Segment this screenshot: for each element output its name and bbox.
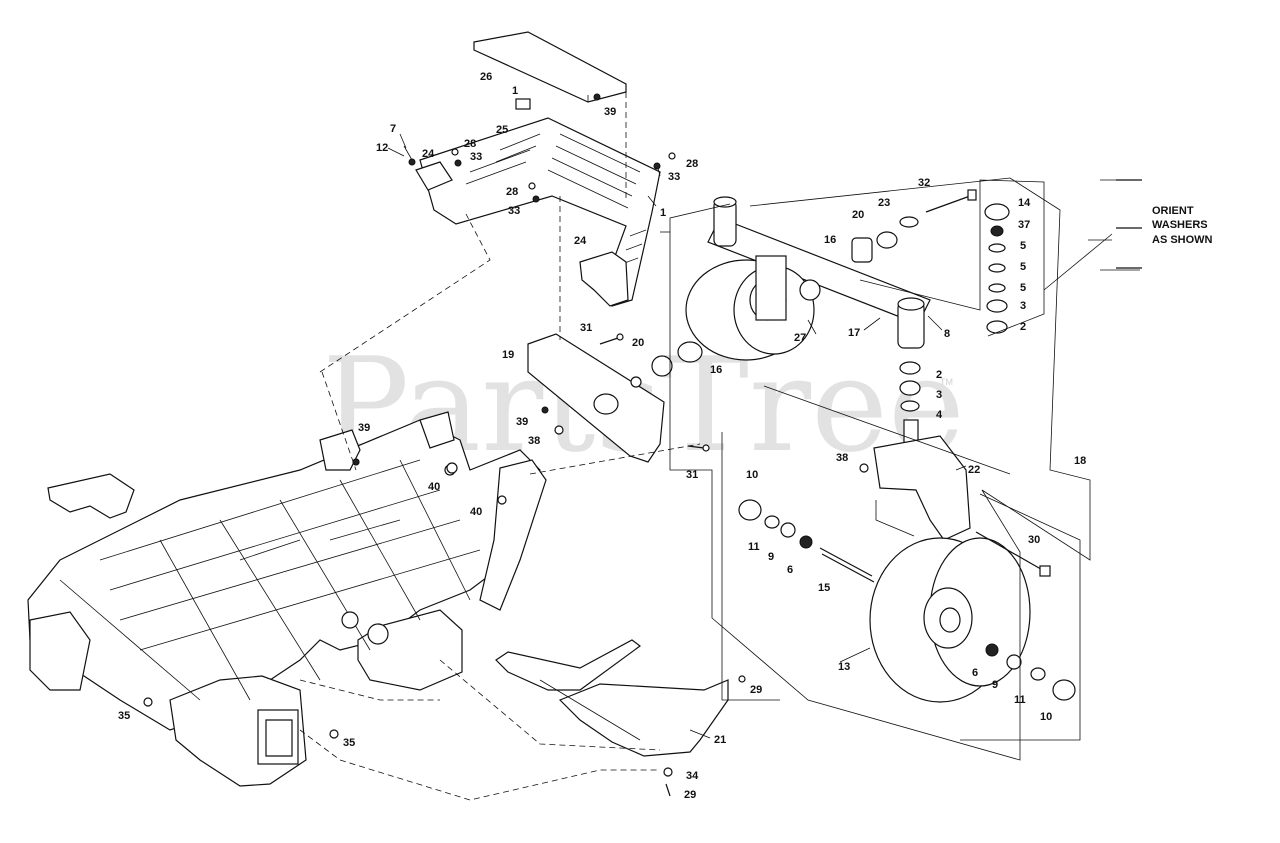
part-label-18[interactable]: 18 bbox=[1074, 455, 1086, 467]
caster-fork[interactable] bbox=[859, 419, 971, 541]
watermark-tm: TM bbox=[940, 377, 953, 387]
part-label-20[interactable]: 20 bbox=[632, 337, 644, 349]
part-label-39[interactable]: 39 bbox=[604, 106, 616, 118]
front-wheel[interactable] bbox=[869, 537, 1031, 703]
fasteners-28-33 bbox=[403, 145, 676, 203]
part-label-15[interactable]: 15 bbox=[818, 582, 830, 594]
part-label-25[interactable]: 25 bbox=[496, 124, 508, 136]
part-label-1[interactable]: 1 bbox=[660, 207, 666, 219]
label-leaders bbox=[387, 133, 967, 739]
part-number-labels: 26 1 39 7 12 24 28 33 25 28 33 28 33 1 2… bbox=[118, 71, 1086, 801]
part-label-6[interactable]: 6 bbox=[972, 667, 978, 679]
top-cover-plate[interactable] bbox=[473, 31, 627, 103]
part-label-3[interactable]: 3 bbox=[936, 389, 942, 401]
assembly-outlines bbox=[299, 92, 1140, 801]
note-line-3: AS SHOWN bbox=[1152, 234, 1213, 246]
part-label-14[interactable]: 14 bbox=[1018, 197, 1031, 209]
part-label-2[interactable]: 2 bbox=[1020, 321, 1026, 333]
front-axle-plate[interactable] bbox=[527, 333, 665, 463]
orientation-ticks bbox=[1116, 179, 1142, 269]
part-label-31[interactable]: 31 bbox=[686, 469, 698, 481]
part-label-33[interactable]: 33 bbox=[508, 205, 520, 217]
note-line-1: ORIENT bbox=[1152, 205, 1194, 217]
part-label-22[interactable]: 22 bbox=[968, 464, 980, 476]
wheel-hub-parts-right bbox=[985, 643, 1076, 701]
washer-stack bbox=[984, 203, 1010, 334]
part-label-24[interactable]: 24 bbox=[574, 235, 587, 247]
spindle-parts bbox=[899, 361, 921, 412]
part-label-13[interactable]: 13 bbox=[838, 661, 850, 673]
part-label-28[interactable]: 28 bbox=[506, 186, 518, 198]
part-label-5[interactable]: 5 bbox=[1020, 240, 1026, 252]
part-label-6[interactable]: 6 bbox=[787, 564, 793, 576]
part-label-37[interactable]: 37 bbox=[1018, 219, 1030, 231]
part-label-29[interactable]: 29 bbox=[684, 789, 696, 801]
part-label-39[interactable]: 39 bbox=[516, 416, 528, 428]
part-label-38[interactable]: 38 bbox=[528, 435, 540, 447]
part-label-5[interactable]: 5 bbox=[1020, 282, 1026, 294]
wheel-hub-parts-left bbox=[738, 499, 813, 549]
part-label-16[interactable]: 16 bbox=[824, 234, 836, 246]
part-label-17[interactable]: 17 bbox=[848, 327, 860, 339]
part-label-2[interactable]: 2 bbox=[936, 369, 942, 381]
part-label-9[interactable]: 9 bbox=[768, 551, 774, 563]
part-label-35[interactable]: 35 bbox=[118, 710, 130, 722]
part-label-38[interactable]: 38 bbox=[836, 452, 848, 464]
bushings-washers bbox=[651, 216, 919, 377]
part-label-11[interactable]: 11 bbox=[1014, 694, 1026, 706]
part-label-9[interactable]: 9 bbox=[992, 679, 998, 691]
part-label-19[interactable]: 19 bbox=[502, 349, 514, 361]
part-label-10[interactable]: 10 bbox=[746, 469, 758, 481]
part-label-24[interactable]: 24 bbox=[422, 148, 435, 160]
part-label-11[interactable]: 11 bbox=[748, 541, 760, 553]
part-label-33[interactable]: 33 bbox=[668, 171, 680, 183]
bracket-24-lower[interactable] bbox=[579, 251, 629, 307]
part-label-1[interactable]: 1 bbox=[512, 85, 518, 97]
part-label-35[interactable]: 35 bbox=[343, 737, 355, 749]
part-label-7[interactable]: 7 bbox=[390, 123, 396, 135]
part-label-8[interactable]: 8 bbox=[944, 328, 950, 340]
part-label-39[interactable]: 39 bbox=[358, 422, 370, 434]
part-label-10[interactable]: 10 bbox=[1040, 711, 1052, 723]
main-frame[interactable] bbox=[27, 411, 547, 787]
part-label-30[interactable]: 30 bbox=[1028, 534, 1040, 546]
note-line-2: WASHERS bbox=[1152, 219, 1208, 231]
part-label-28[interactable]: 28 bbox=[686, 158, 698, 170]
part-label-28[interactable]: 28 bbox=[464, 138, 476, 150]
part-label-33[interactable]: 33 bbox=[470, 151, 482, 163]
part-label-3[interactable]: 3 bbox=[1020, 300, 1026, 312]
rear-caster-wheel[interactable] bbox=[685, 255, 815, 361]
part-label-40[interactable]: 40 bbox=[470, 506, 482, 518]
front-axle[interactable] bbox=[707, 196, 931, 349]
bracket-24-upper[interactable] bbox=[415, 161, 453, 191]
orient-washers-note: ORIENT WASHERS AS SHOWN bbox=[1152, 205, 1213, 246]
part-label-34[interactable]: 34 bbox=[686, 770, 699, 782]
part-label-27[interactable]: 27 bbox=[794, 332, 806, 344]
part-label-40[interactable]: 40 bbox=[428, 481, 440, 493]
misc-fasteners bbox=[143, 458, 673, 797]
bolt-32 bbox=[925, 189, 977, 213]
part-label-5[interactable]: 5 bbox=[1020, 261, 1026, 273]
bracket-21[interactable] bbox=[495, 639, 746, 757]
part-label-29[interactable]: 29 bbox=[750, 684, 762, 696]
part-label-31[interactable]: 31 bbox=[580, 322, 592, 334]
part-label-4[interactable]: 4 bbox=[936, 409, 943, 421]
part-label-20[interactable]: 20 bbox=[852, 209, 864, 221]
part-label-12[interactable]: 12 bbox=[376, 142, 388, 154]
bolts-31 bbox=[599, 333, 710, 452]
part-label-23[interactable]: 23 bbox=[878, 197, 890, 209]
part-label-16[interactable]: 16 bbox=[710, 364, 722, 376]
part-label-26[interactable]: 26 bbox=[480, 71, 492, 83]
axle-15 bbox=[819, 547, 875, 583]
part-label-21[interactable]: 21 bbox=[714, 734, 726, 746]
part-label-32[interactable]: 32 bbox=[918, 177, 930, 189]
bolt-30 bbox=[975, 531, 1051, 577]
